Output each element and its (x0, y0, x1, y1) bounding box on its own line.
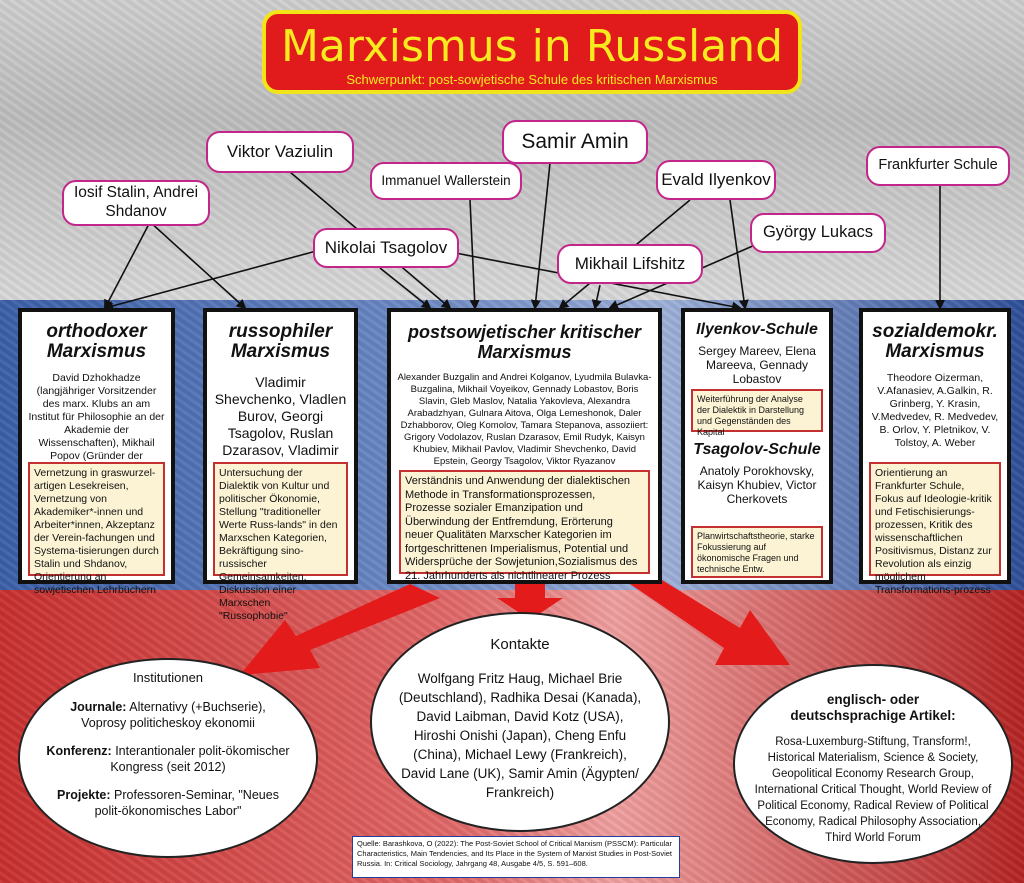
column-orthodox-title: orthodoxer Marxismus (46, 321, 147, 362)
bubble-stalin: Iosif Stalin, Andrei Shdanov (62, 180, 210, 226)
articles-text: Rosa-Luxemburg-Stiftung, Transform!, His… (754, 736, 992, 844)
column-orthodox: orthodoxer Marxismus David Dzhokhadze (l… (18, 308, 175, 596)
bubble-ilyenkov: Evald Ilyenkov (656, 160, 776, 200)
contacts-title: Kontakte (490, 636, 550, 653)
arrow-wallerstein-postsoviet (469, 199, 480, 310)
arrow-stalin-orthodox (104, 221, 151, 310)
arrow-ilyenkov-ilyenkovschool (729, 199, 749, 310)
bubble-wallerstein: Immanuel Wallerstein (370, 162, 522, 200)
ellipse-institutions: Institutionen Journale: Alternativy (+Bu… (18, 658, 318, 858)
column-russophil-note: Untersuchung der Dialektik von Kultur un… (213, 462, 348, 622)
title-box: Marxismus in Russland Schwerpunkt: post-… (262, 10, 802, 94)
column-postsoviet: postsowjetischer kritischer Marxismus Al… (387, 308, 662, 584)
institutions-journals: Journale: Alternativy (+Buchserie), Vopr… (46, 699, 290, 731)
bubble-lukacs: György Lukacs (750, 213, 886, 253)
column-russophil-people: Vladimir Shevchenko, Vladlen Burov, Geor… (214, 374, 347, 475)
institutions-conference: Konferenz: Interantionaler polit-ökomisc… (46, 743, 290, 775)
column-tsagolovschool-people: Anatoly Porokhovsky, Kaisyn Khubiev, Vic… (697, 464, 817, 506)
column-orthodox-note: Vernetzung in graswurzel-artigen Lesekre… (28, 462, 165, 596)
red-output-arrows (240, 580, 790, 675)
institutions-projects-value: Professoren-Seminar, "Neues polit-ökonom… (94, 788, 279, 818)
institutions-projects: Projekte: Professoren-Seminar, "Neues po… (50, 787, 286, 819)
bubble-frankfurt: Frankfurter Schule (866, 146, 1010, 186)
column-socdem-title: sozialdemokr. Marxismus (872, 321, 998, 362)
institutions-conference-label: Konferenz: (46, 744, 112, 758)
bubble-vaziulin: Viktor Vaziulin (206, 131, 354, 173)
contacts-text: Wolfgang Fritz Haug, Michael Brie (Deuts… (398, 671, 642, 800)
column-orthodox-people: David Dzhokhadze (langjähriger Vorsitzen… (28, 372, 165, 475)
red-arrow-contacts (497, 584, 563, 620)
arrow-amin-postsoviet (530, 162, 551, 310)
column-postsoviet-people: Alexander Buzgalin and Andrei Kolganov, … (397, 372, 652, 467)
column-russophil-title: russophiler Marxismus (228, 321, 333, 362)
arrow-lifshitz-postsoviet (591, 284, 602, 310)
page-title: Marxismus in Russland (280, 21, 784, 72)
column-ilyenkov-people: Sergey Mareev, Elena Mareeva, Gennady Lo… (698, 344, 816, 386)
articles-title: englisch- oder deutschsprachige Artikel: (790, 692, 956, 723)
ellipse-articles: englisch- oder deutschsprachige Artikel:… (733, 664, 1013, 864)
institutions-conference-value: Interantionaler polit-ökomischer Kongres… (110, 744, 290, 774)
ellipse-contacts: Kontakte Wolfgang Fritz Haug, Michael Br… (370, 612, 670, 832)
bubble-lifshitz: Mikhail Lifshitz (557, 244, 703, 284)
column-tsagolovschool-title: Tsagolov-Schule (693, 441, 821, 458)
arrow-tsagolov-orthodox (103, 249, 321, 311)
column-ilyenkov-tsagolov: Ilyenkov-Schule Sergey Mareev, Elena Mar… (681, 308, 833, 584)
institutions-journals-label: Journale: (70, 700, 127, 714)
institutions-journals-value: Alternativy (+Buchserie), Voprosy politi… (81, 700, 266, 730)
page-subtitle: Schwerpunkt: post-sowjetische Schule des… (346, 72, 718, 87)
institutions-projects-label: Projekte: (57, 788, 111, 802)
red-arrow-articles (630, 580, 790, 665)
column-postsoviet-note: Verständnis und Anwendung der dialektisc… (399, 470, 650, 582)
institutions-title: Institutionen (132, 670, 204, 685)
arrow-stalin-russophil (149, 221, 247, 310)
arrow-tsagolov-postsoviet (379, 267, 432, 310)
column-socdem-people: Theodore Oizerman, V.Afanasiev, A.Galkin… (871, 372, 999, 449)
red-arrow-institutions (240, 584, 440, 675)
bubble-tsagolov: Nikolai Tsagolov (313, 228, 459, 268)
column-socdem: sozialdemokr. Marxismus Theodore Oizerma… (859, 308, 1011, 596)
column-ilyenkov-title: Ilyenkov-Schule (696, 321, 818, 338)
bubble-amin: Samir Amin (502, 120, 648, 164)
column-ilyenkov-note: Weiterführung der Analyse der Dialektik … (691, 389, 823, 437)
source-citation: Quelle: Barashkova, O (2022): The Post-S… (352, 836, 680, 878)
column-tsagolovschool-note: Planwirtschaftstheorie, starke Fokussier… (691, 526, 823, 578)
column-postsoviet-title: postsowjetischer kritischer Marxismus (407, 322, 642, 362)
column-socdem-note: Orientierung an Frankfurter Schule, Foku… (869, 462, 1001, 596)
column-russophil: russophiler Marxismus Vladimir Shevchenk… (203, 308, 358, 622)
